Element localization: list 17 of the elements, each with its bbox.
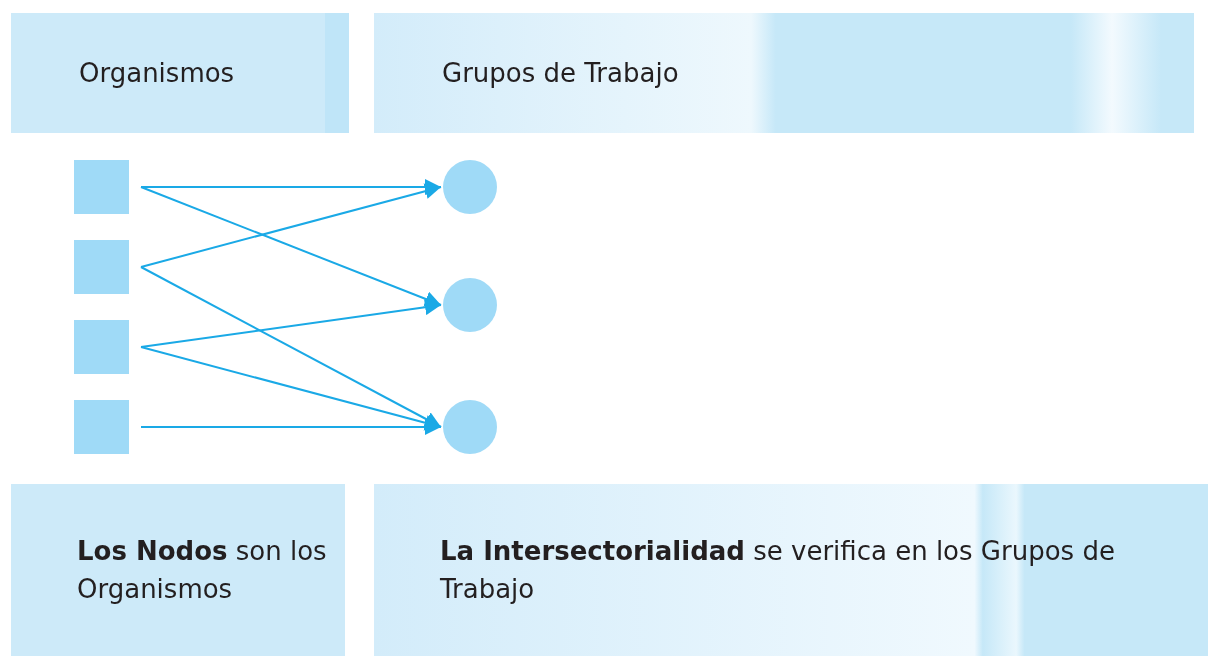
node-square — [74, 400, 129, 454]
arrow — [140, 299, 442, 348]
node-circle — [443, 400, 497, 454]
caption-panel: La Intersectorialidad se verifica en los Grupos de Trabajo — [374, 484, 1208, 656]
node-square — [74, 320, 129, 374]
node-circle — [443, 160, 497, 214]
node-circle — [443, 278, 497, 332]
node-square — [74, 160, 129, 214]
caption-panel: Los Nodos son los Organismos — [11, 484, 345, 656]
arrow — [140, 186, 442, 307]
arrow — [140, 419, 442, 435]
node-square — [74, 240, 129, 294]
arrow — [140, 266, 442, 428]
header-band: Organismos — [11, 13, 349, 133]
arrow — [140, 183, 442, 268]
header-band: Grupos de Trabajo — [374, 13, 1194, 133]
arrow — [140, 346, 442, 431]
